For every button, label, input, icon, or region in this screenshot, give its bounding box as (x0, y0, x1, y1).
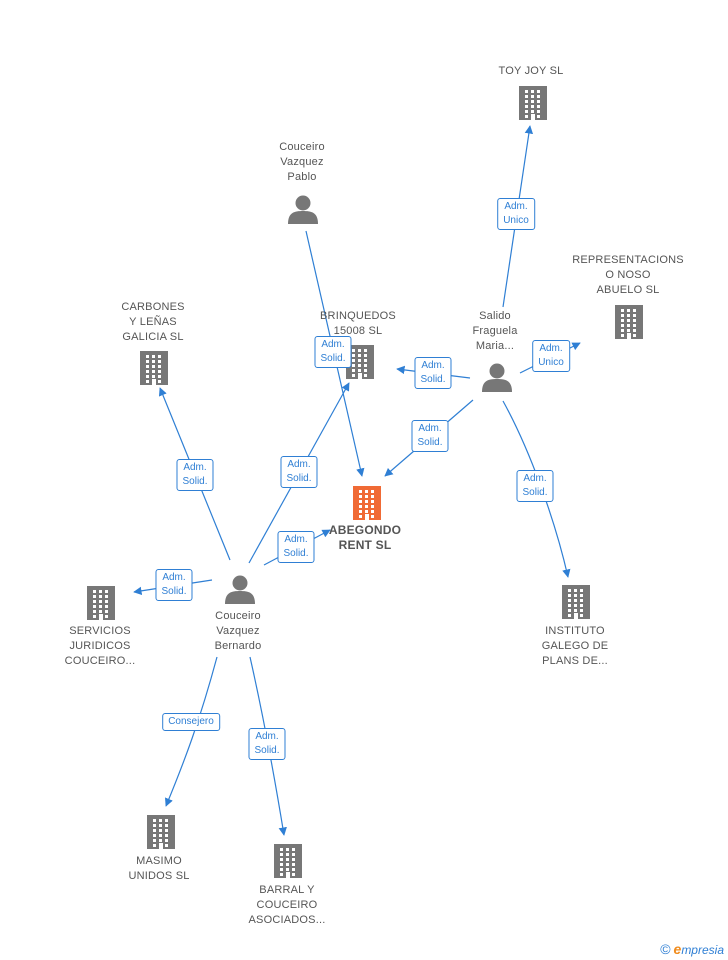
node-label-masimo[interactable]: MASIMO UNIDOS SL (128, 854, 189, 884)
node-label-brinquedos[interactable]: BRINQUEDOS 15008 SL (320, 309, 396, 339)
edge-label-line: Solid. (320, 353, 346, 364)
node-label-barral[interactable]: BARRAL Y COUCEIRO ASOCIADOS... (249, 883, 326, 928)
node-label-line: 15008 SL (333, 325, 383, 337)
node-label-line: GALEGO DE (541, 640, 609, 652)
node-label-line: PLANS DE... (542, 655, 608, 667)
edge-label-line: Unico (503, 215, 529, 226)
edge-label-line: Adm. (255, 731, 279, 742)
node-label-line: Vazquez (216, 625, 260, 637)
edge-label-line: Adm. (418, 423, 442, 434)
node-salido-person-icon[interactable] (482, 363, 512, 393)
node-label-line: COUCEIRO (256, 899, 318, 911)
edge-label-line: Solid. (420, 374, 446, 385)
node-brinquedos-building-icon[interactable] (346, 345, 374, 379)
node-label-line: Fraguela (472, 325, 518, 337)
node-label-line: GALICIA SL (122, 331, 184, 343)
node-masimo-building-icon[interactable] (147, 815, 175, 849)
node-label-line: O NOSO (605, 269, 651, 281)
node-label-line: INSTITUTO (545, 625, 605, 637)
node-servicios-building-icon[interactable] (87, 586, 115, 620)
edge-label[interactable]: Adm. Solid. (411, 420, 449, 452)
edge-label-line: Solid. (283, 548, 309, 559)
edge-label[interactable]: Adm. Solid. (277, 531, 315, 563)
edge-label-line: Unico (538, 357, 564, 368)
node-label-line: Couceiro (279, 141, 325, 153)
edge-couceiro-bernardo-to-masimo (165, 656, 218, 807)
edge-label-line: Solid. (522, 487, 548, 498)
copyright-icon: © (660, 941, 671, 957)
node-instituto-building-icon[interactable] (562, 585, 590, 619)
node-label-servicios[interactable]: SERVICIOS JURIDICOS COUCEIRO... (65, 624, 136, 669)
node-label-instituto[interactable]: INSTITUTO GALEGO DE PLANS DE... (542, 624, 609, 669)
node-label-line: MASIMO (136, 855, 182, 867)
edge-label[interactable]: Adm. Unico (497, 198, 535, 230)
node-abegondo-building-icon[interactable] (353, 486, 381, 520)
edge-label-line: Solid. (182, 476, 208, 487)
edge-label[interactable]: Adm. Solid. (248, 728, 286, 760)
edge-label-line: Solid. (417, 437, 443, 448)
edge-label[interactable]: Adm. Solid. (280, 456, 318, 488)
edge-label-line: Adm. (287, 459, 311, 470)
empresia-logo: ©empresia (660, 941, 724, 957)
node-label-line: JURIDICOS (69, 640, 131, 652)
node-label-line: CARBONES (121, 301, 185, 313)
edge-label[interactable]: Adm. Solid. (414, 357, 452, 389)
node-label-line: Salido (479, 310, 511, 322)
node-couceiro-pablo-person-icon[interactable] (288, 195, 318, 225)
edge-label-line: Consejero (168, 716, 214, 727)
node-label-line: UNIDOS SL (128, 870, 190, 882)
node-carbones-building-icon[interactable] (140, 351, 168, 385)
node-label-line: COUCEIRO... (64, 655, 136, 667)
edge-label-line: Adm. (539, 343, 563, 354)
node-representaciones-building-icon[interactable] (615, 305, 643, 339)
node-label-line: Y LEÑAS (129, 316, 177, 328)
node-label-carbones[interactable]: CARBONES Y LEÑAS GALICIA SL (121, 300, 184, 345)
node-label-line: RENT SL (338, 538, 392, 552)
edge-label-line: Solid. (254, 745, 280, 756)
node-label-line: Vazquez (280, 156, 324, 168)
edge-label-line: Adm. (523, 473, 547, 484)
node-barral-building-icon[interactable] (274, 844, 302, 878)
node-label-line: BARRAL Y (259, 884, 315, 896)
node-toy-joy-building-icon[interactable] (519, 86, 547, 120)
edge-label[interactable]: Adm. Unico (532, 340, 570, 372)
node-label-line: ABEGONDO (328, 523, 402, 537)
edge-label-line: Adm. (183, 462, 207, 473)
node-label-line: Couceiro (215, 610, 261, 622)
edge-label-line: Adm. (284, 534, 308, 545)
node-label-line: ASOCIADOS... (248, 914, 326, 926)
node-label-line: Pablo (287, 171, 317, 183)
node-label-representaciones[interactable]: REPRESENTACIONS O NOSO ABUELO SL (572, 253, 684, 298)
node-label-line: Maria... (475, 340, 515, 352)
edge-label-line: Adm. (504, 201, 528, 212)
edge-label[interactable]: Adm. Solid. (155, 569, 193, 601)
node-label-line: ABUELO SL (596, 284, 660, 296)
edge-label-line: Adm. (321, 339, 345, 350)
node-label-line: SERVICIOS (69, 625, 131, 637)
edge-label-line: Solid. (161, 586, 187, 597)
edge-label[interactable]: Adm. Solid. (516, 470, 554, 502)
node-couceiro-bernardo-person-icon[interactable] (225, 575, 255, 605)
node-label-line: BRINQUEDOS (320, 310, 396, 322)
edge-label-line: Solid. (286, 473, 312, 484)
edge-label[interactable]: Adm. Solid. (176, 459, 214, 491)
node-label-toy-joy[interactable]: TOY JOY SL (499, 64, 564, 79)
node-label-line: REPRESENTACIONS (572, 254, 684, 266)
edge-label-line: Adm. (421, 360, 445, 371)
node-label-line: TOY JOY SL (498, 65, 564, 77)
edge-label[interactable]: Consejero (162, 713, 220, 731)
node-label-line: Bernardo (214, 640, 262, 652)
edge-label-line: Adm. (162, 572, 186, 583)
edge-label[interactable]: Adm. Solid. (314, 336, 352, 368)
